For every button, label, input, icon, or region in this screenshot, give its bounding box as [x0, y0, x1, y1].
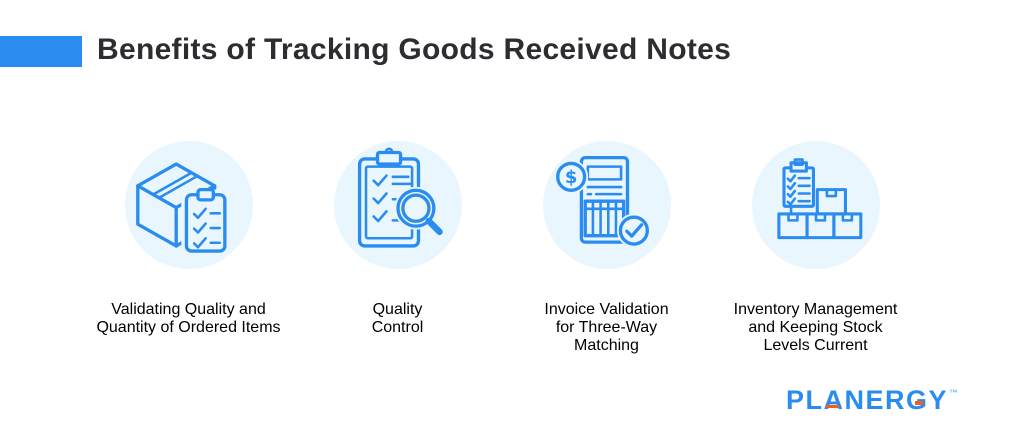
logo-text: Y	[928, 385, 948, 415]
feature-icon-circle	[333, 141, 462, 269]
clipboard-stacked-boxes-icon	[776, 158, 862, 240]
feature-icon-circle	[751, 141, 880, 269]
logo-letter-a: A	[823, 385, 845, 415]
label-line: Control	[371, 319, 424, 336]
clipboard-magnifier-icon	[357, 147, 443, 248]
feature-invoice-validation: $ Invoice Validation for Three-Way Match…	[502, 141, 711, 387]
features-row: Validating Quality and Quantity of Order…	[84, 141, 920, 387]
logo-text: PL	[785, 385, 824, 415]
feature-icon-circle	[124, 141, 253, 269]
label-line: Levels Current	[763, 337, 868, 354]
label-line: Quality	[372, 301, 423, 318]
invoice-dollar-check-icon: $	[553, 155, 651, 248]
label-line: Validating Quality and	[111, 301, 266, 318]
planergy-logo: PLANERGY™	[786, 387, 958, 420]
logo-text: NER	[844, 385, 906, 415]
feature-validating-quality: Validating Quality and Quantity of Order…	[84, 141, 293, 387]
feature-quality-control: Quality Control	[293, 141, 502, 387]
box-checklist-icon	[135, 162, 230, 257]
logo-letter-g: G	[905, 385, 929, 415]
page-title: Benefits of Tracking Goods Received Note…	[97, 33, 732, 66]
trademark-symbol: ™	[949, 388, 958, 398]
label-line: Quantity of Ordered Items	[96, 319, 281, 336]
label-line: and Keeping Stock	[748, 319, 883, 336]
feature-icon-circle: $	[542, 141, 671, 269]
feature-inventory-management: Inventory Management and Keeping Stock L…	[711, 141, 920, 387]
label-line: Matching	[574, 337, 639, 354]
label-line: Invoice Validation	[544, 301, 669, 318]
dollar-sign: $	[564, 167, 576, 188]
label-line: for Three-Way	[555, 319, 658, 336]
title-accent-bar	[0, 36, 82, 67]
label-line: Inventory Management	[733, 301, 898, 318]
